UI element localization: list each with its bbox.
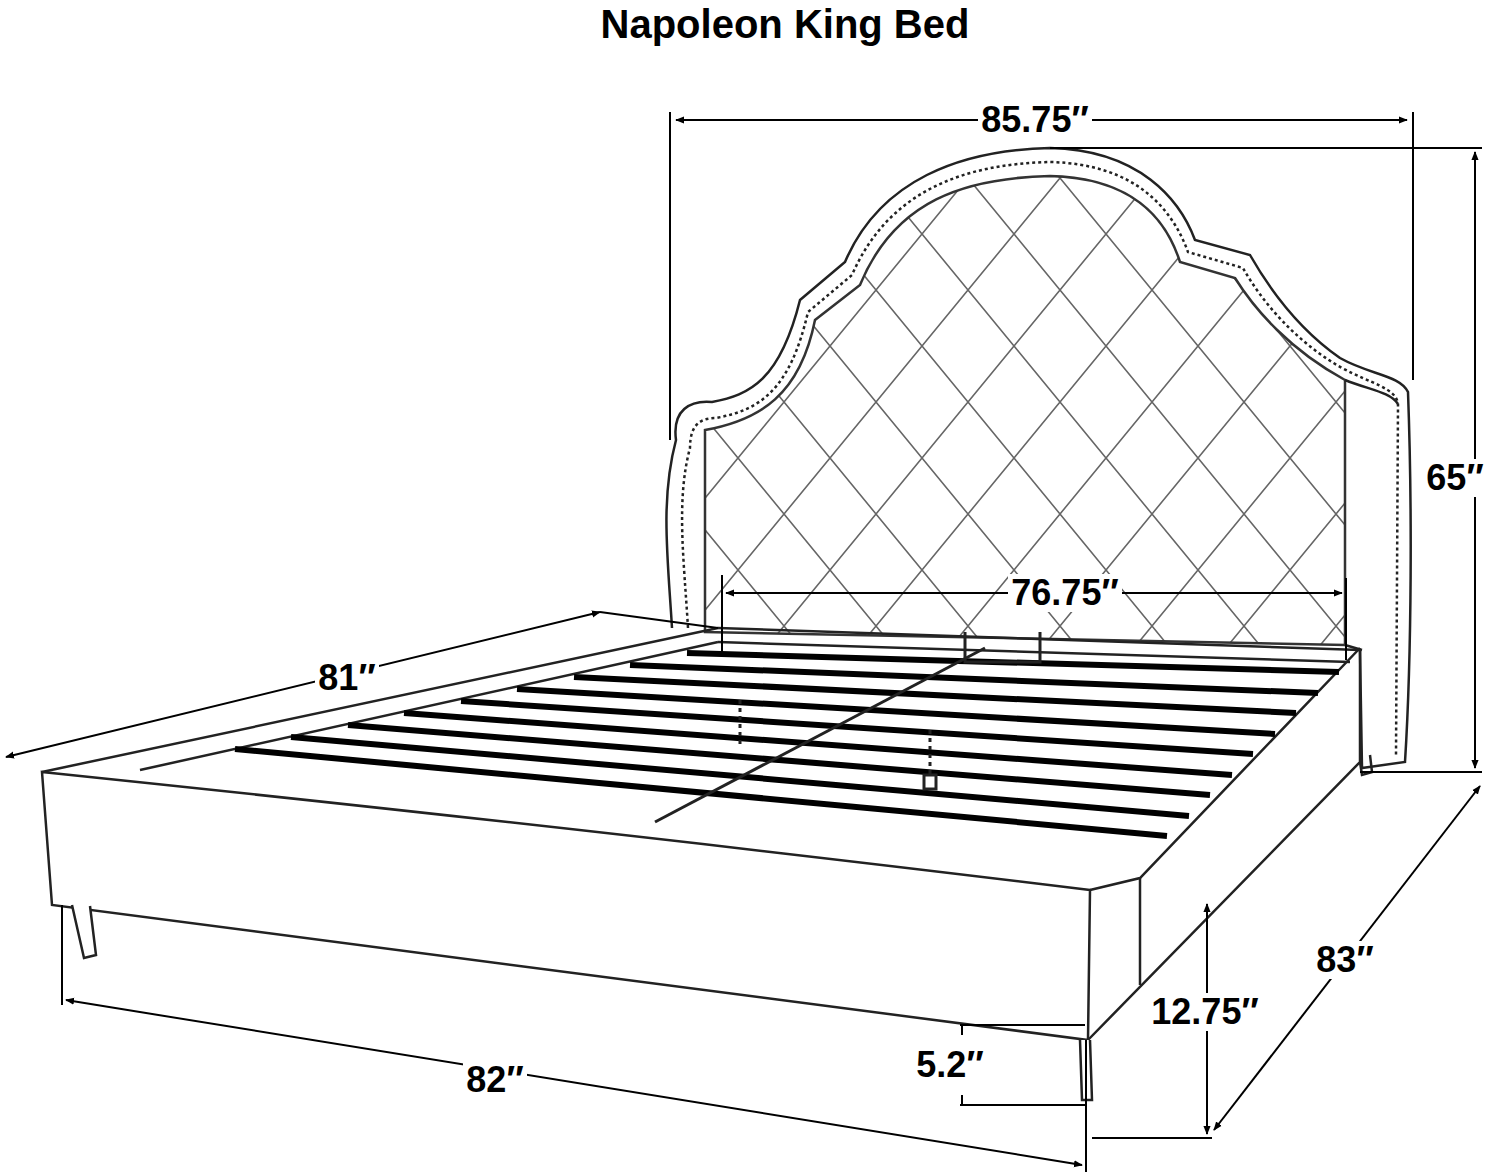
dimension-label: 81″ <box>315 659 378 697</box>
dimension-label: 5.2″ <box>913 1046 986 1084</box>
dimension-lines <box>6 112 1482 1172</box>
headboard <box>666 148 1410 768</box>
slats <box>235 653 1339 836</box>
dimension-label: 65″ <box>1423 459 1486 497</box>
dimension-label: 82″ <box>463 1061 526 1099</box>
dimension-label: 76.75″ <box>1008 574 1121 612</box>
diagram-title: Napoleon King Bed <box>601 4 970 44</box>
dimension-label: 83″ <box>1313 941 1376 979</box>
center-beam <box>655 632 1040 822</box>
dimension-label: 85.75″ <box>978 101 1091 139</box>
dimension-label: 12.75″ <box>1148 993 1261 1031</box>
